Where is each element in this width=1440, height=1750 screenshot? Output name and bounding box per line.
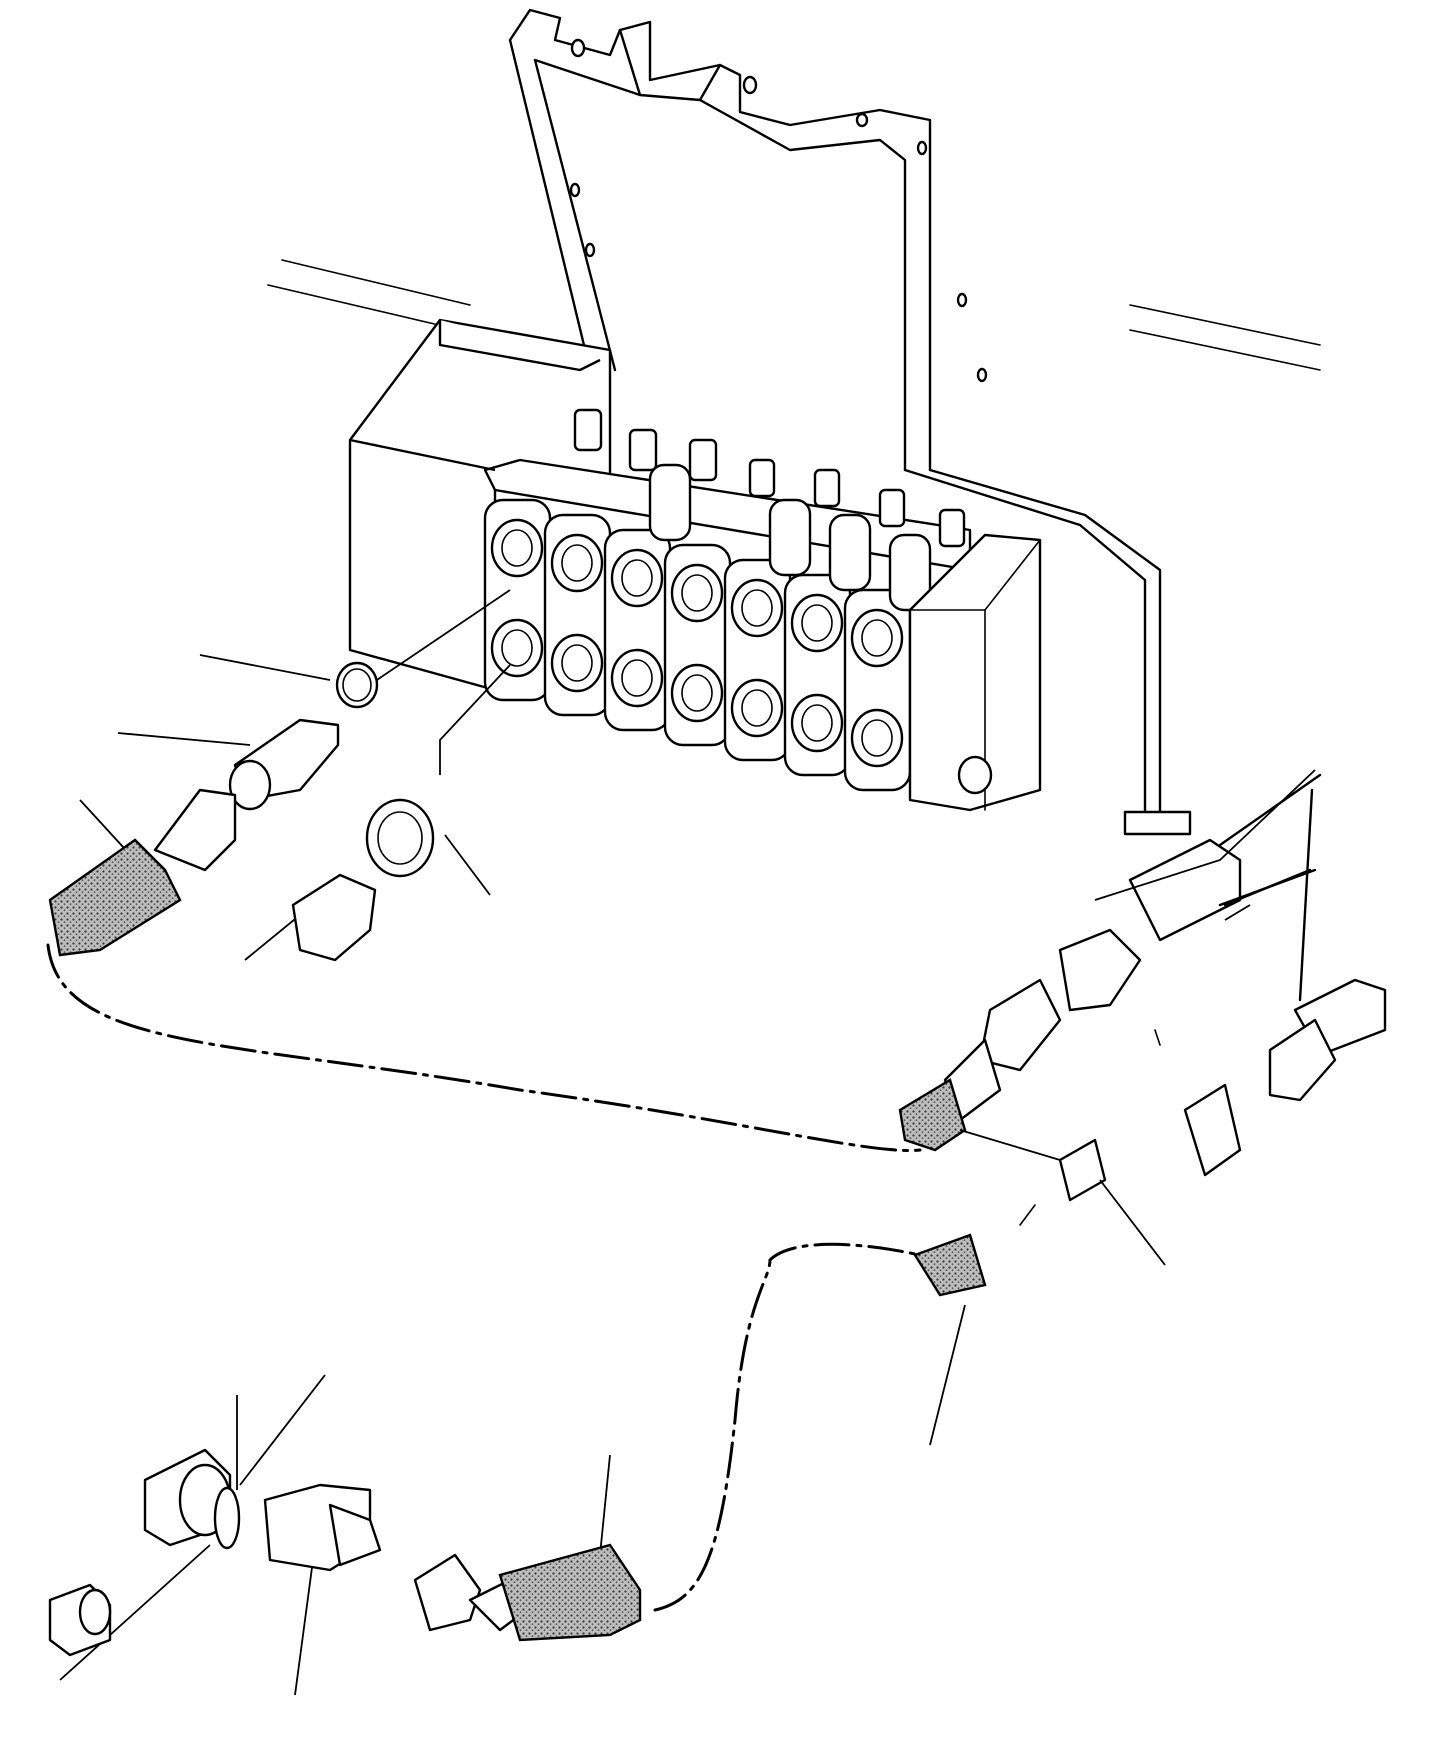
spool-caps [573, 408, 966, 612]
hose-routing [46, 943, 922, 1612]
control-valve-block [348, 318, 1042, 812]
lower-o-ring [213, 1486, 241, 1550]
right-middle-fittings [898, 769, 1387, 1446]
upper-left-fittings [48, 589, 511, 962]
lower-left-fittings [48, 1374, 642, 1696]
plug [291, 873, 377, 962]
chassis-rails [267, 259, 1321, 371]
seal-washer [365, 798, 435, 878]
valve-ports [490, 518, 904, 768]
frame-bracket [508, 8, 1192, 836]
hose-end [153, 788, 237, 872]
bracket-holes [569, 38, 988, 383]
